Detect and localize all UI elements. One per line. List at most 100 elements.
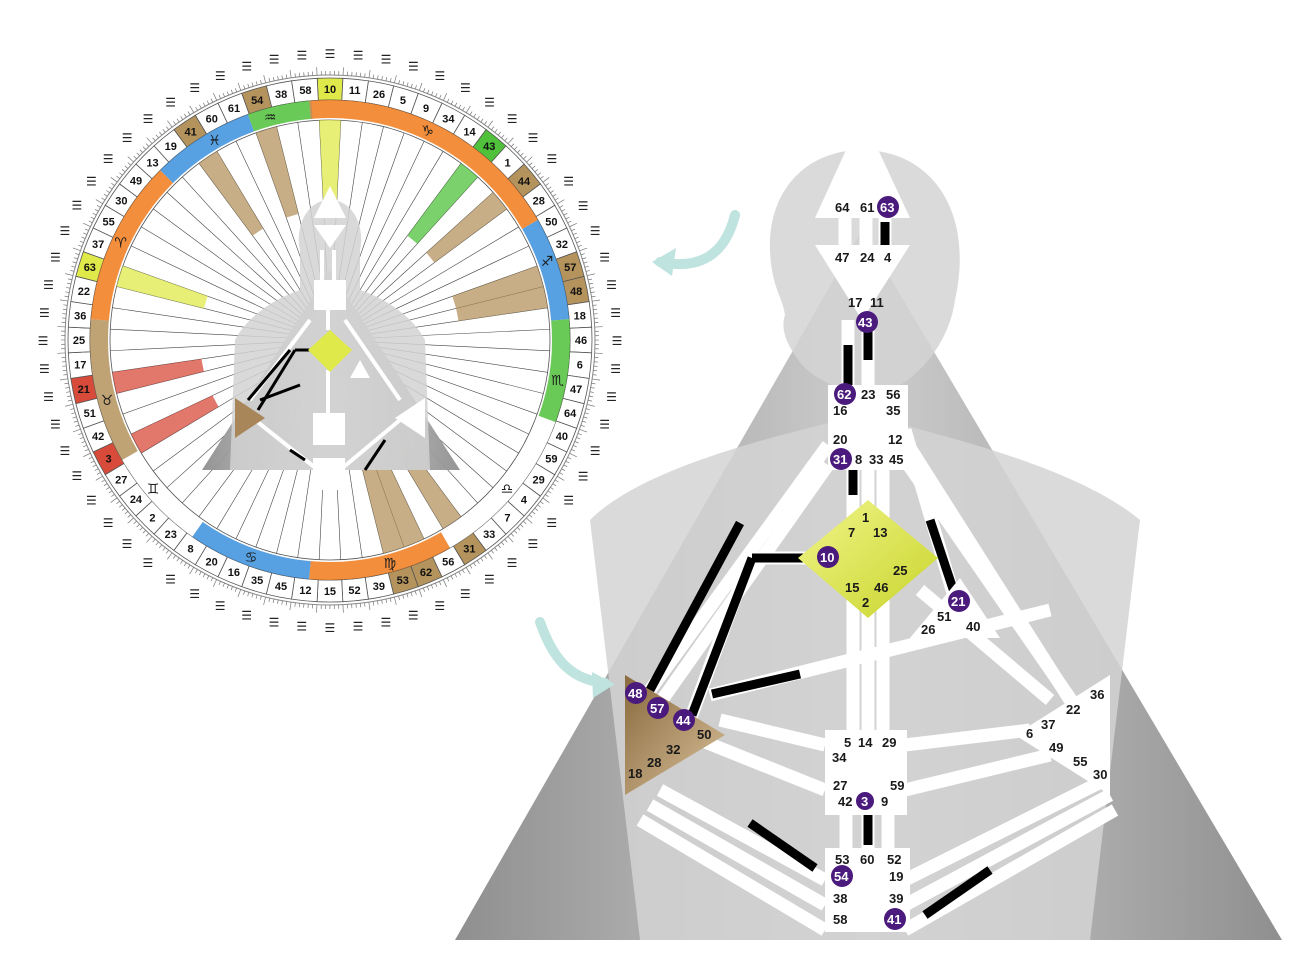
hexagram-icon: ☰ [189, 81, 200, 95]
gate-33: 33 [869, 452, 883, 467]
wheel-gate-18: 18 [574, 310, 586, 322]
wheel-gate-28: 28 [533, 196, 545, 208]
gate-26: 26 [921, 622, 935, 637]
wheel-gate-46: 46 [575, 335, 587, 347]
gate-50: 50 [697, 727, 711, 742]
hexagram-icon: ☰ [408, 59, 419, 73]
zodiac-band [122, 451, 203, 537]
wheel-gate-48: 48 [570, 286, 582, 298]
hexagram-icon: ☰ [460, 81, 471, 95]
zodiac-band [441, 415, 556, 548]
solar-plexus-center[interactable] [1015, 675, 1110, 795]
hexagram-icon: ☰ [103, 152, 114, 166]
wheel-gate-42: 42 [92, 431, 104, 443]
wheel-gate-60: 60 [206, 114, 218, 126]
gate-42: 42 [838, 794, 852, 809]
gate-25: 25 [893, 563, 907, 578]
hexagram-icon: ☰ [165, 95, 176, 109]
gate-64: 64 [835, 200, 850, 215]
activation-wedge [319, 119, 341, 211]
wheel-gate-59: 59 [545, 453, 557, 465]
head-center[interactable] [815, 115, 910, 218]
activation-wedge [407, 163, 478, 244]
gate-41: 41 [887, 912, 901, 927]
wheel-gate-20: 20 [206, 556, 218, 568]
gate-60: 60 [860, 852, 874, 867]
hexagram-icon: ☰ [578, 469, 589, 483]
activation-63 [877, 196, 899, 218]
gate-58: 58 [833, 912, 847, 927]
gate-13: 13 [873, 525, 887, 540]
zodiac-band [309, 100, 538, 229]
defined-channels [646, 222, 993, 919]
wheel-gate-34: 34 [442, 114, 455, 126]
wheel-gate-27: 27 [115, 474, 127, 486]
gate-15: 15 [845, 580, 859, 595]
hexagram-icon: ☰ [546, 516, 557, 530]
bodygraph-large: 64 61 63 47 24 4 17 11 43 62 23 56 16 35… [455, 115, 1282, 940]
wheel-gate-40: 40 [556, 431, 568, 443]
wheel-gate-53: 53 [397, 575, 409, 587]
wheel-gate-47: 47 [570, 384, 582, 396]
activation-wedge [456, 286, 548, 321]
hexagram-icon: ☰ [241, 59, 252, 73]
wheel-gate-37: 37 [92, 239, 104, 251]
gate-39: 39 [889, 891, 903, 906]
gate-18: 18 [628, 766, 642, 781]
wheel-gate-39: 39 [373, 581, 385, 593]
wheel-gate-25: 25 [73, 335, 85, 347]
gate-53: 53 [835, 852, 849, 867]
wheel-gate-10: 10 [324, 84, 336, 96]
hexagram-icon: ☰ [143, 112, 154, 126]
zodiac-band [538, 319, 570, 423]
ajna-center[interactable] [815, 245, 910, 320]
wheel-gate-12: 12 [299, 585, 311, 597]
zodiac-sign-icon: ♎ [501, 481, 514, 497]
gate-38: 38 [833, 891, 847, 906]
gate-52: 52 [887, 852, 901, 867]
activation-wedge [198, 151, 264, 236]
gate-62: 62 [837, 387, 851, 402]
wheel-gate-30: 30 [115, 196, 127, 208]
g-center[interactable] [798, 500, 938, 618]
wheel-gate-56: 56 [442, 556, 454, 568]
hexagram-icon: ☰ [38, 334, 49, 348]
hexagram-icon: ☰ [353, 48, 364, 62]
gate-16: 16 [833, 403, 847, 418]
wheel-gate-41: 41 [184, 126, 196, 138]
hexagram-icon: ☰ [241, 609, 252, 623]
wheel-gate-63: 63 [84, 262, 96, 274]
gate-20: 20 [833, 432, 847, 447]
gate-14: 14 [858, 735, 873, 750]
hexagram-icon: ☰ [215, 599, 226, 613]
wheel-gate-15: 15 [324, 586, 336, 598]
activation-wedge [373, 457, 425, 548]
zodiac-sign-icon: ♐ [541, 254, 554, 270]
gate-31: 31 [833, 452, 847, 467]
gate-9: 9 [881, 794, 888, 809]
hexagram-icon: ☰ [460, 587, 471, 601]
gate-23: 23 [861, 387, 875, 402]
gate-22: 22 [1066, 702, 1080, 717]
wheel-gate-7: 7 [504, 513, 510, 525]
wheel-gate-21: 21 [78, 384, 90, 396]
zodiac-band [160, 114, 255, 184]
gate-28: 28 [647, 755, 661, 770]
gate-61: 61 [860, 200, 874, 215]
gate-27: 27 [833, 778, 847, 793]
wheel-gate-44: 44 [518, 176, 531, 188]
gate-54: 54 [834, 869, 849, 884]
zodiac-band [90, 170, 174, 321]
activation-wedge [426, 192, 507, 263]
hexagram-icon: ☰ [269, 53, 280, 67]
hexagram-icon: ☰ [325, 621, 336, 635]
hexagram-icon: ☰ [325, 47, 336, 61]
wheel-gate-3: 3 [106, 453, 112, 465]
activation-10 [817, 546, 839, 568]
hexagram-icon: ☰ [434, 599, 445, 613]
hexagram-icon: ☰ [39, 362, 50, 376]
zodiac-sign-icon: ♑ [421, 124, 434, 140]
wheel-gate-50: 50 [545, 217, 557, 229]
gate-24: 24 [860, 250, 875, 265]
